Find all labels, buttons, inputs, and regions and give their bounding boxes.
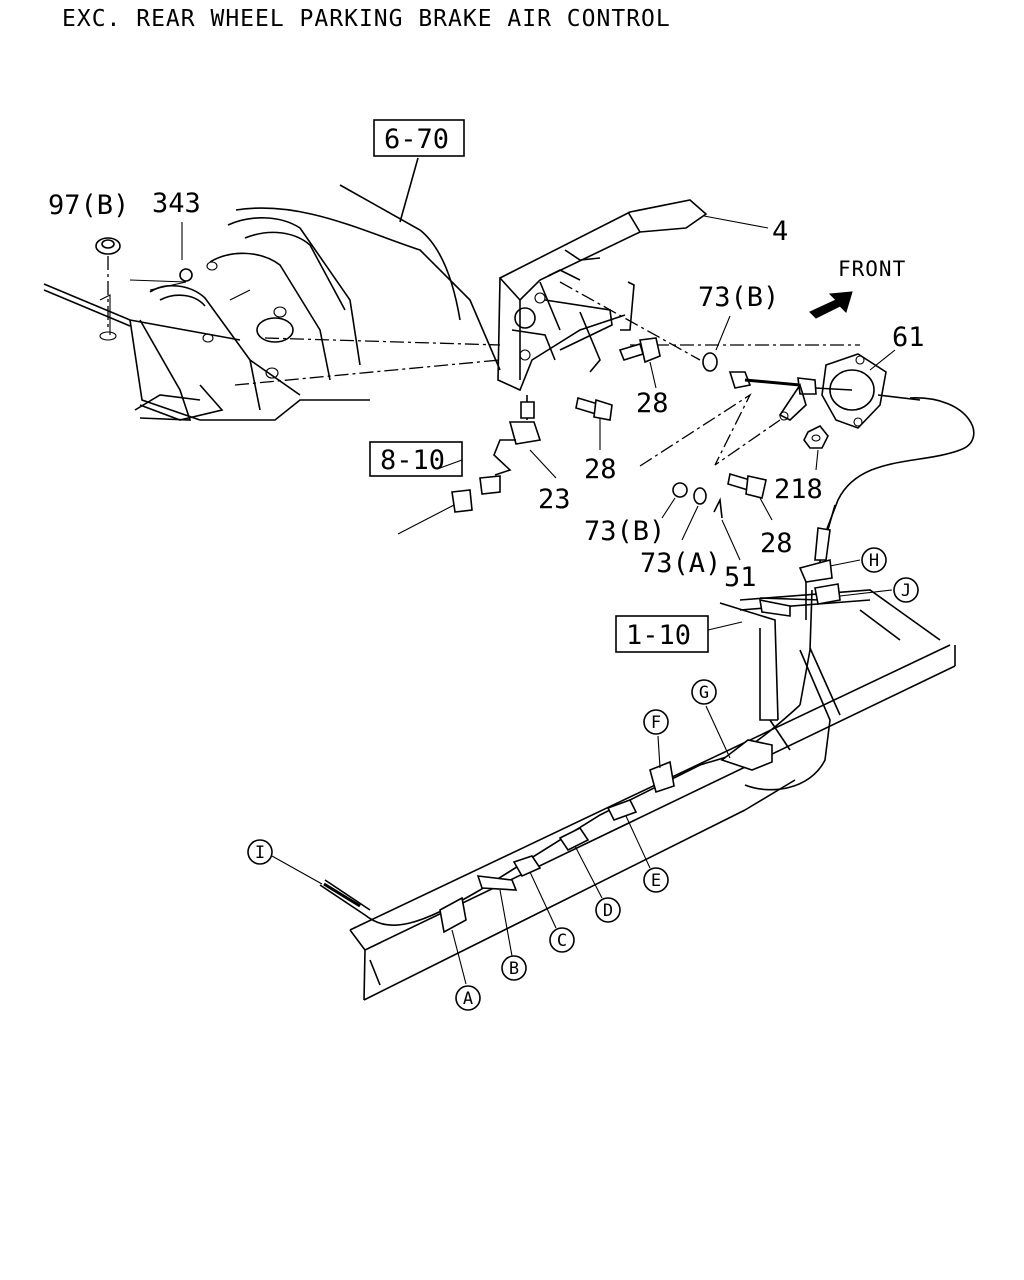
svg-text:B: B	[509, 959, 519, 979]
floor-panel	[43, 184, 501, 421]
part-label-343: 343	[152, 188, 201, 219]
part-label-28-b: 28	[584, 454, 617, 485]
svg-text:D: D	[603, 901, 613, 921]
nut-218	[803, 424, 829, 471]
callout-A: A	[455, 985, 481, 1011]
front-label: FRONT	[838, 257, 906, 281]
washer-73b-bottom	[672, 482, 688, 498]
part-label-28-a: 28	[636, 388, 669, 419]
callout-B: B	[501, 955, 527, 981]
part-label-218: 218	[774, 474, 823, 505]
pin-51	[713, 497, 723, 519]
part-label-73a: 73(A)	[640, 548, 721, 579]
parking-brake-lever	[497, 199, 708, 392]
svg-text:H: H	[869, 551, 879, 571]
svg-text:G: G	[699, 683, 709, 703]
svg-text:E: E	[651, 871, 661, 891]
bolt-28-lower	[727, 472, 773, 521]
callout-I: I	[247, 839, 273, 865]
part-label-97b: 97(B)	[48, 190, 129, 221]
part-label-51: 51	[724, 562, 757, 593]
washer-73a	[693, 487, 707, 505]
callout-G: G	[691, 679, 717, 705]
svg-text:1-10: 1-10	[626, 620, 691, 651]
part-label-61: 61	[892, 322, 925, 353]
part-label-23: 23	[538, 484, 571, 515]
front-arrow-icon	[809, 291, 853, 319]
part-label-73b-top: 73(B)	[698, 282, 779, 313]
svg-text:6-70: 6-70	[384, 124, 449, 155]
callout-H: H	[861, 547, 887, 573]
grommet-97b	[95, 237, 121, 330]
svg-text:C: C	[557, 931, 567, 951]
part-label-73b-bottom: 73(B)	[584, 516, 665, 547]
diagram-title: EXC. REAR WHEEL PARKING BRAKE AIR CONTRO…	[62, 6, 671, 32]
callout-F: F	[643, 709, 669, 735]
brake-switch-23	[397, 395, 557, 535]
part-label-4: 4	[772, 216, 788, 247]
ref-box-8-10[interactable]: 8-10	[369, 441, 463, 477]
ref-box-1-10[interactable]: 1-10	[615, 615, 709, 653]
bolt-28-middle	[575, 396, 613, 450]
callout-C: C	[549, 927, 575, 953]
washer-73b-top	[702, 352, 718, 372]
cable-clips	[439, 558, 841, 934]
svg-text:8-10: 8-10	[380, 445, 445, 476]
part-label-28-c: 28	[760, 528, 793, 559]
svg-text:J: J	[901, 581, 911, 601]
callout-J: J	[893, 577, 919, 603]
front-cable-61	[728, 349, 975, 571]
ref-box-6-70[interactable]: 6-70	[373, 119, 465, 157]
plug-343	[129, 222, 193, 291]
svg-text:A: A	[463, 989, 473, 1009]
svg-text:F: F	[651, 713, 661, 733]
callout-E: E	[643, 867, 669, 893]
svg-text:I: I	[255, 843, 265, 863]
callout-D: D	[595, 897, 621, 923]
bolt-28-upper	[618, 337, 661, 389]
